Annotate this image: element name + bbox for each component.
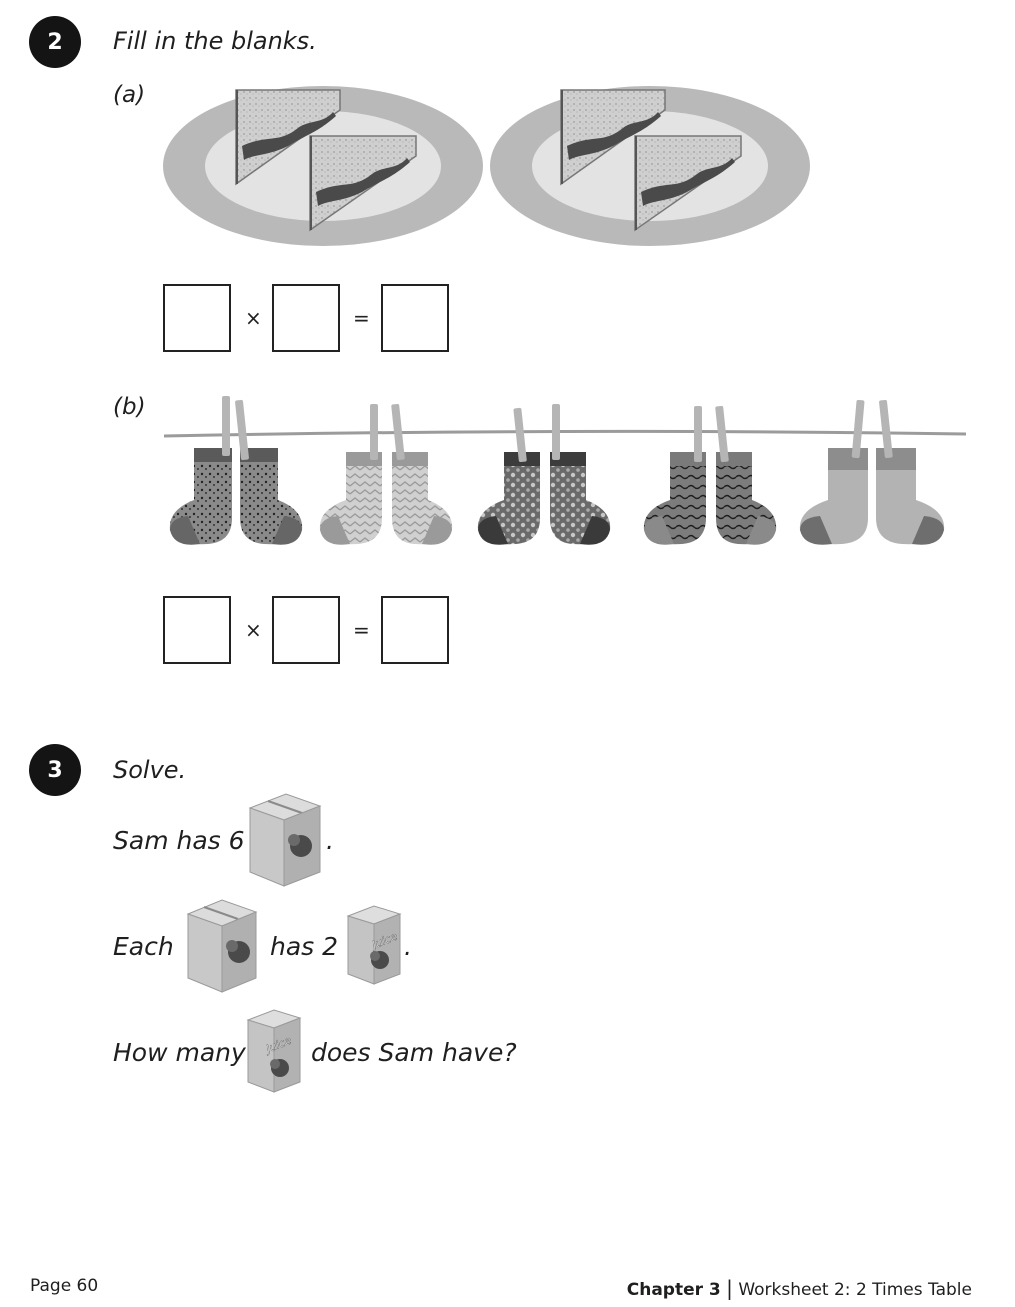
question-2-instruction: Fill in the blanks.	[113, 27, 317, 55]
chapter-label: Chapter 3	[626, 1280, 721, 1300]
line1-period: .	[326, 826, 334, 855]
sock-icon	[319, 452, 382, 545]
box-icon	[248, 793, 322, 887]
sock-pair-1	[169, 396, 303, 545]
blank-box-a-3[interactable]	[381, 284, 449, 352]
how-many-text: How many	[113, 1038, 246, 1067]
sock-pair-2	[319, 403, 453, 545]
question-3-instruction: Solve.	[113, 756, 187, 784]
sock-icon	[550, 452, 611, 545]
blank-box-b-1[interactable]	[163, 596, 231, 664]
times-sign-a: ×	[245, 306, 262, 330]
sock-icon	[392, 452, 453, 545]
footer-separator: |	[726, 1276, 733, 1300]
sandwich-icon	[560, 89, 666, 186]
line2-period: .	[404, 932, 412, 961]
question-2-number: 2	[29, 16, 81, 68]
sock-icon	[799, 448, 868, 545]
sandwich-icon	[235, 89, 341, 186]
chapter-footer: Chapter 3 | Worksheet 2: 2 Times Table	[627, 1276, 972, 1300]
sock-pair-4	[643, 405, 777, 545]
sock-icon	[477, 452, 540, 545]
blank-box-a-1[interactable]	[163, 284, 231, 352]
sandwich-icon	[634, 135, 742, 232]
sock-icon	[240, 448, 303, 545]
socks-clothesline-illustration	[163, 396, 967, 545]
plate-2	[490, 86, 810, 246]
sock-pair-3	[477, 404, 611, 545]
has-two-text: has 2	[270, 932, 339, 961]
juice-box-icon: Juice	[246, 1009, 302, 1093]
blank-box-b-2[interactable]	[272, 596, 340, 664]
sandwich-icon	[309, 135, 417, 232]
page-number: Page 60	[30, 1276, 99, 1296]
does-sam-have-text: does Sam have?	[311, 1038, 517, 1067]
blank-box-b-3[interactable]	[381, 596, 449, 664]
juice-box-icon: Juice	[346, 905, 402, 985]
blank-box-a-2[interactable]	[272, 284, 340, 352]
worksheet-title: Worksheet 2: 2 Times Table	[738, 1280, 972, 1300]
equals-sign-a: =	[353, 306, 370, 330]
sock-icon	[716, 452, 777, 545]
sock-icon	[169, 448, 232, 545]
sandwich-plates-illustration	[163, 86, 810, 246]
box-icon	[186, 899, 258, 993]
each-text: Each	[113, 932, 174, 961]
sock-pair-5	[799, 399, 945, 545]
sam-has-text: Sam has 6	[113, 826, 245, 855]
sock-icon	[876, 448, 945, 545]
plate-1	[163, 86, 483, 246]
part-b-label: (b)	[113, 394, 146, 420]
equals-sign-b: =	[353, 618, 370, 642]
sock-icon	[643, 452, 706, 545]
times-sign-b: ×	[245, 618, 262, 642]
part-a-label: (a)	[113, 82, 146, 108]
question-3-number: 3	[29, 744, 81, 796]
